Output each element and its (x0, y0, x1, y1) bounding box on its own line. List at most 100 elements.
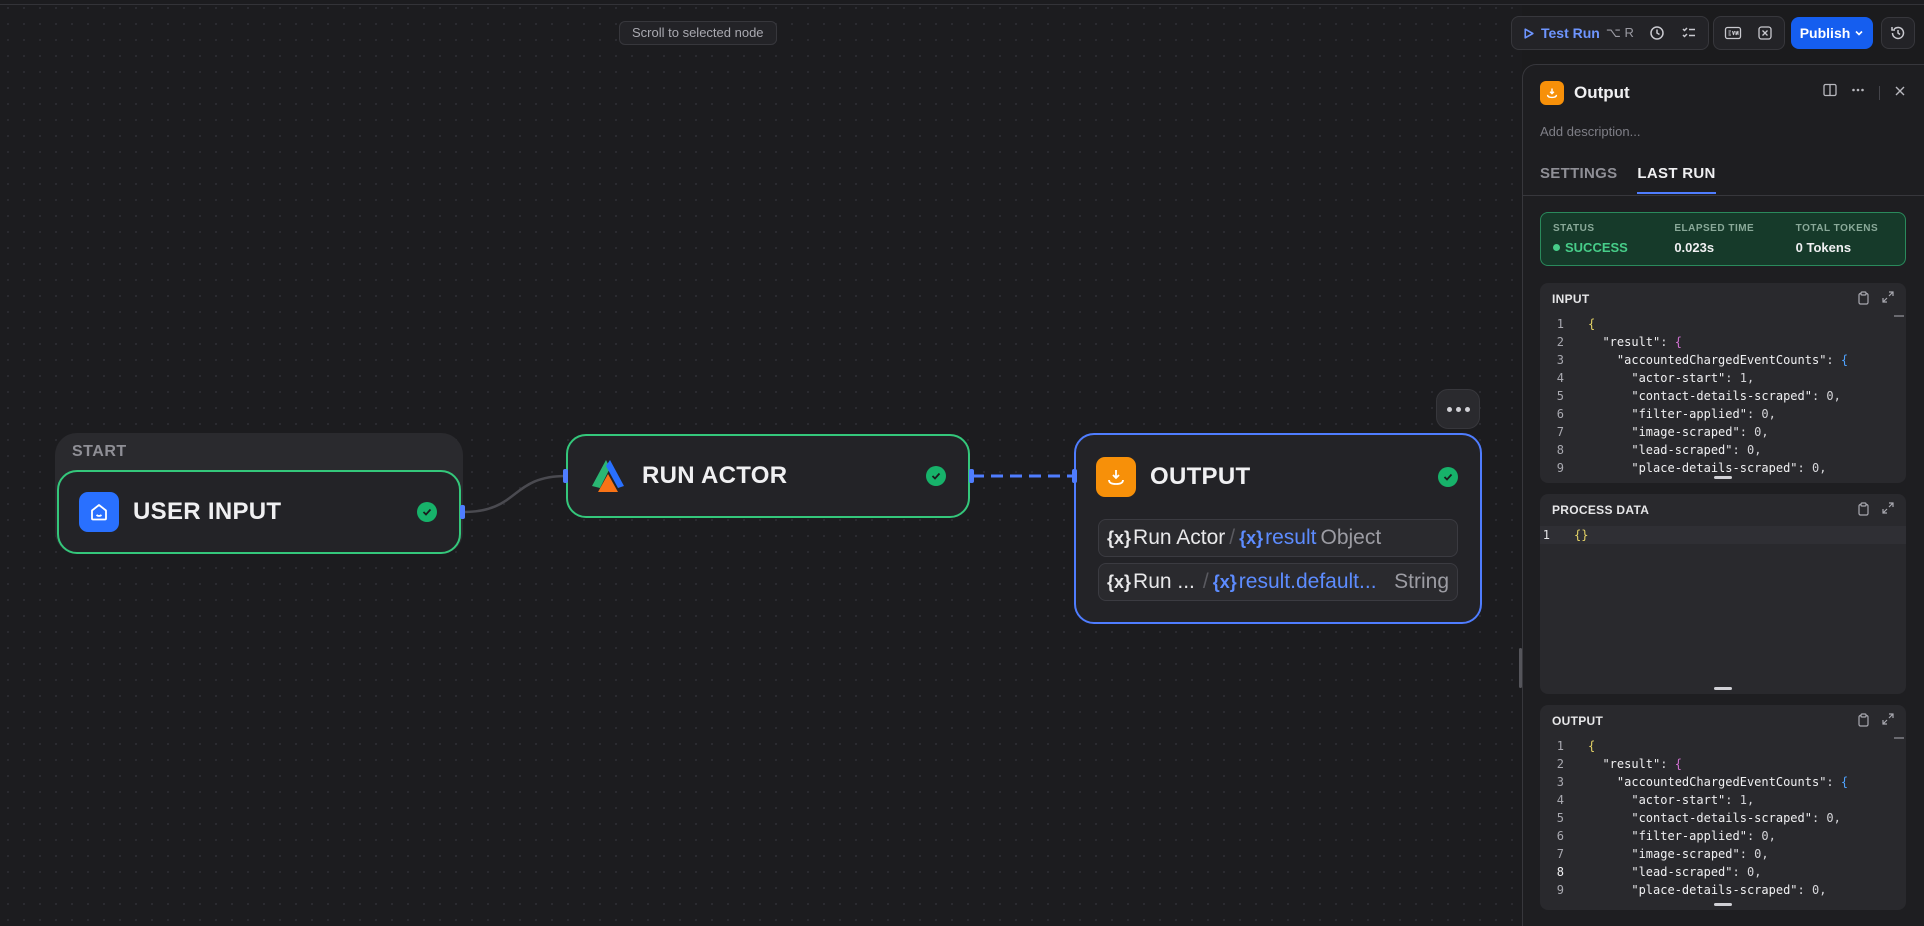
chevron-down-icon (1855, 30, 1863, 36)
output-section: OUTPUT 1{ 2 "result": { 3 "accountedChar… (1540, 705, 1906, 910)
output-section-header: OUTPUT (1540, 705, 1906, 737)
process-section-title: PROCESS DATA (1552, 503, 1650, 517)
copy-icon[interactable] (1857, 501, 1870, 519)
variable-type: Object (1320, 526, 1382, 549)
panel-title[interactable]: Output (1574, 83, 1630, 102)
checklist-icon[interactable] (1676, 20, 1702, 46)
close-icon[interactable] (1894, 84, 1906, 102)
scrollbar[interactable] (1894, 737, 1904, 739)
user-input-node[interactable]: USER INPUT (57, 470, 461, 554)
success-check-icon (926, 466, 946, 486)
output-node-header: OUTPUT (1076, 435, 1480, 519)
panel-actions (1823, 83, 1906, 102)
copy-icon[interactable] (1857, 290, 1870, 308)
toolbar-env-group (1713, 16, 1785, 50)
variable-separator: / (1229, 526, 1236, 549)
output-code-viewer[interactable]: 1{ 2 "result": { 3 "accountedChargedEven… (1556, 739, 1849, 897)
run-actor-target-handle[interactable] (563, 469, 568, 483)
run-actor-source-handle[interactable] (969, 469, 974, 483)
test-run-shortcut: ⌥ R (1605, 25, 1634, 40)
input-section-title: INPUT (1552, 292, 1590, 306)
expand-icon[interactable] (1882, 712, 1894, 730)
tab-last-run[interactable]: LAST RUN (1637, 165, 1716, 194)
variable-icon: {x} (1212, 571, 1237, 592)
status-label: STATUS (1553, 223, 1595, 234)
node-more-button[interactable] (1436, 389, 1480, 429)
variable-node-name: Run ... (1133, 570, 1195, 593)
input-section-header: INPUT (1540, 283, 1906, 315)
variable-icon: {x} (1107, 571, 1132, 592)
panel-resize-handle[interactable] (1519, 648, 1522, 688)
divider (1879, 85, 1880, 100)
variable-node-name: Run Actor (1133, 526, 1226, 549)
run-actor-node[interactable]: RUN ACTOR (566, 434, 970, 518)
home-icon (79, 492, 119, 532)
user-input-title: USER INPUT (133, 498, 282, 525)
more-icon[interactable] (1851, 83, 1865, 102)
scrollbar[interactable] (1894, 315, 1904, 317)
output-variable-row[interactable]: {x} Run Actor / {x} result Object (1098, 519, 1458, 557)
tokens-value: 0 Tokens (1795, 240, 1852, 255)
resize-grip[interactable] (1714, 903, 1732, 906)
panel-tabs: SETTINGS LAST RUN (1540, 165, 1716, 194)
process-code-viewer[interactable]: 1{} (1540, 526, 1906, 544)
test-run-button[interactable]: Test Run ⌥ R (1518, 25, 1638, 41)
variable-icon: {x} (1107, 527, 1132, 548)
output-icon (1096, 457, 1136, 497)
resize-grip[interactable] (1714, 687, 1732, 690)
tokens-label: TOTAL TOKENS (1795, 223, 1879, 234)
publish-button[interactable]: Publish (1791, 17, 1873, 49)
elapsed-label: ELAPSED TIME (1674, 223, 1755, 234)
expand-icon[interactable] (1882, 501, 1894, 519)
variable-path: result (1265, 526, 1317, 549)
top-border (0, 0, 1924, 5)
user-input-source-handle[interactable] (460, 505, 465, 519)
conversation-variables-icon[interactable] (1752, 20, 1778, 46)
success-check-icon (1438, 467, 1458, 487)
tabs-divider (1523, 195, 1924, 196)
env-variables-icon[interactable] (1720, 20, 1746, 46)
apify-logo-icon (588, 456, 628, 496)
output-section-title: OUTPUT (1552, 714, 1604, 728)
env-group (1713, 16, 1785, 50)
toolbar: Test Run ⌥ R (1511, 16, 1709, 50)
status-dot-icon (1553, 244, 1560, 251)
history-icon (1891, 26, 1905, 40)
split-view-icon[interactable] (1823, 83, 1837, 102)
process-code-line: {} (1574, 528, 1589, 542)
output-title: OUTPUT (1150, 463, 1251, 490)
resize-grip[interactable] (1714, 476, 1732, 479)
variable-path: result.default... (1238, 570, 1377, 593)
output-target-handle[interactable] (1072, 469, 1077, 483)
copy-icon[interactable] (1857, 712, 1870, 730)
elapsed-value: 0.023s (1674, 240, 1715, 255)
run-status-box: STATUS SUCCESS ELAPSED TIME 0.023s TOTAL… (1540, 212, 1906, 266)
description-input[interactable]: Add description... (1540, 124, 1641, 139)
process-data-section: PROCESS DATA 1{} (1540, 494, 1906, 694)
variable-icon: {x} (1239, 527, 1264, 548)
start-label: START (72, 443, 127, 460)
publish-label: Publish (1799, 25, 1851, 41)
edges-layer (462, 474, 1074, 514)
output-icon (1540, 81, 1564, 105)
panel-header: Output (1540, 81, 1630, 105)
process-section-header: PROCESS DATA (1540, 494, 1906, 526)
status-badge: SUCCESS (1553, 240, 1650, 255)
output-variable-row[interactable]: {x} Run ... / {x} result.default... Stri… (1098, 563, 1458, 601)
variable-separator: / (1202, 570, 1209, 593)
variable-type: String (1394, 570, 1449, 593)
node-detail-panel: Output Add description... SETTINGS LAST … (1522, 64, 1924, 926)
test-run-group: Test Run ⌥ R (1511, 16, 1709, 50)
tab-settings[interactable]: SETTINGS (1540, 165, 1618, 182)
test-run-label: Test Run (1541, 25, 1600, 41)
run-actor-title: RUN ACTOR (642, 462, 788, 489)
expand-icon[interactable] (1882, 290, 1894, 308)
output-node[interactable]: OUTPUT {x} Run Actor / {x} result Object… (1074, 433, 1482, 624)
input-code-viewer[interactable]: 1{ 2 "result": { 3 "accountedChargedEven… (1556, 317, 1849, 475)
version-history-button[interactable] (1881, 17, 1915, 49)
run-history-icon[interactable] (1644, 20, 1670, 46)
play-icon (1524, 27, 1534, 39)
input-section: INPUT 1{ 2 "result": { 3 "accountedCharg… (1540, 283, 1906, 483)
scroll-to-selected-button[interactable]: Scroll to selected node (619, 21, 777, 45)
edge-user-to-actor[interactable] (462, 474, 567, 514)
